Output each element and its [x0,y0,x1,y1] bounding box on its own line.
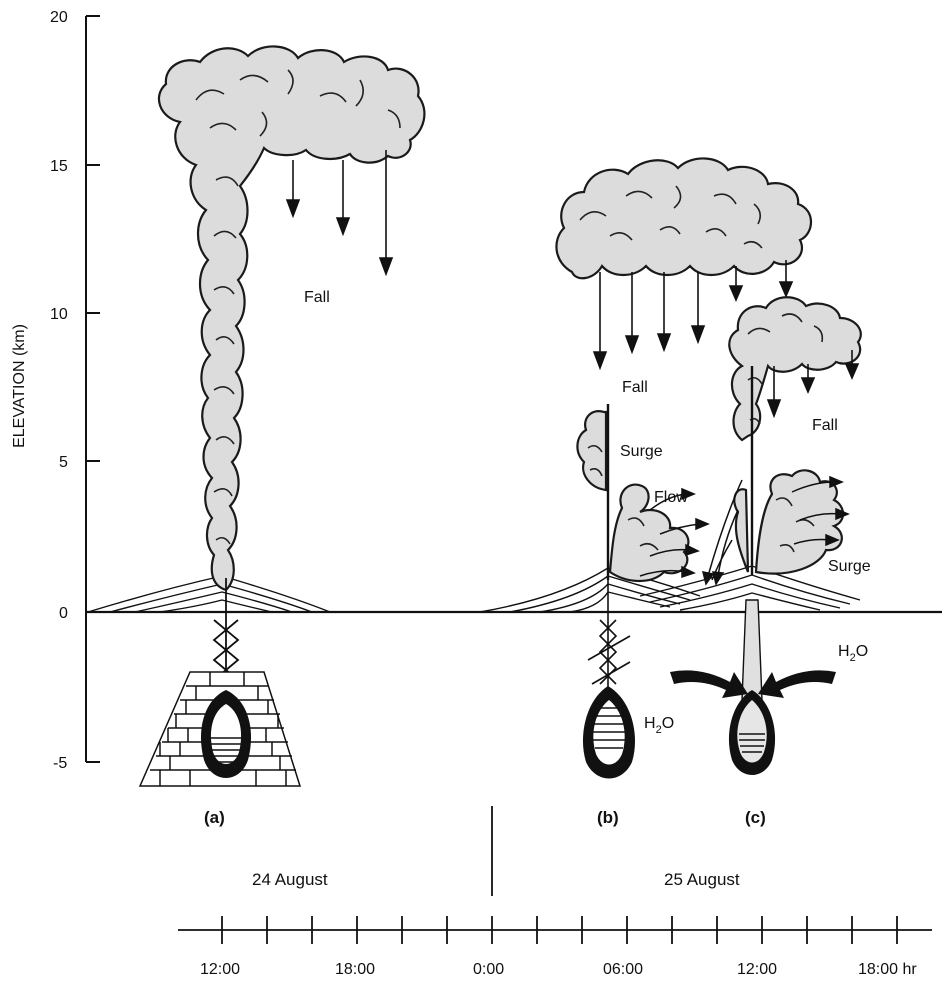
fall-label-a: Fall [304,289,330,306]
y-axis: 20 15 10 5 0 -5 ELEVATION (km) [11,9,100,772]
time-label-1200-b: 12:00 [737,961,777,978]
date-label-day2: 25 August [664,870,740,889]
magma-chamber-b [583,686,635,779]
y-tick-10: 10 [50,306,68,323]
surge-label-b: Surge [620,443,663,460]
y-tick-minus5: -5 [53,755,67,772]
fall-label-b: Fall [622,379,648,396]
svg-text:H2O: H2O [838,643,868,664]
panel-label-a: (a) [204,808,225,827]
time-label-1800-a: 18:00 [335,961,375,978]
surge-cloud-b [577,411,606,490]
magma-chamber-c [729,690,775,775]
conduit-c [742,600,762,700]
y-axis-title: ELEVATION (km) [11,324,28,448]
surge-cloud-c-left [734,489,748,572]
y-tick-0: 0 [59,605,68,622]
time-label-1800-b: 18:00 hr [858,961,917,978]
surge-label-c: Surge [828,558,871,575]
deposit-a [88,576,330,612]
time-label-0000: 0:00 [473,961,504,978]
svg-text:H2O: H2O [644,715,674,736]
timeline [178,916,932,944]
time-label-0600: 06:00 [603,961,643,978]
conduit-b [588,580,630,700]
fall-arrows-a [287,150,392,274]
plume-a [159,46,424,590]
y-tick-15: 15 [50,158,68,175]
fall-label-c: Fall [812,417,838,434]
time-label-1200-a: 12:00 [200,961,240,978]
plume-c-cloud [729,297,861,440]
h2o-label-c: H2O [838,643,868,664]
y-tick-20: 20 [50,9,68,26]
h2o-label-b: H2O [644,715,674,736]
y-tick-5: 5 [59,454,68,471]
date-label-day1: 24 August [252,870,328,889]
panel-label-b: (b) [597,808,619,827]
panel-label-c: (c) [745,808,766,827]
plume-b-cloud [556,158,811,278]
